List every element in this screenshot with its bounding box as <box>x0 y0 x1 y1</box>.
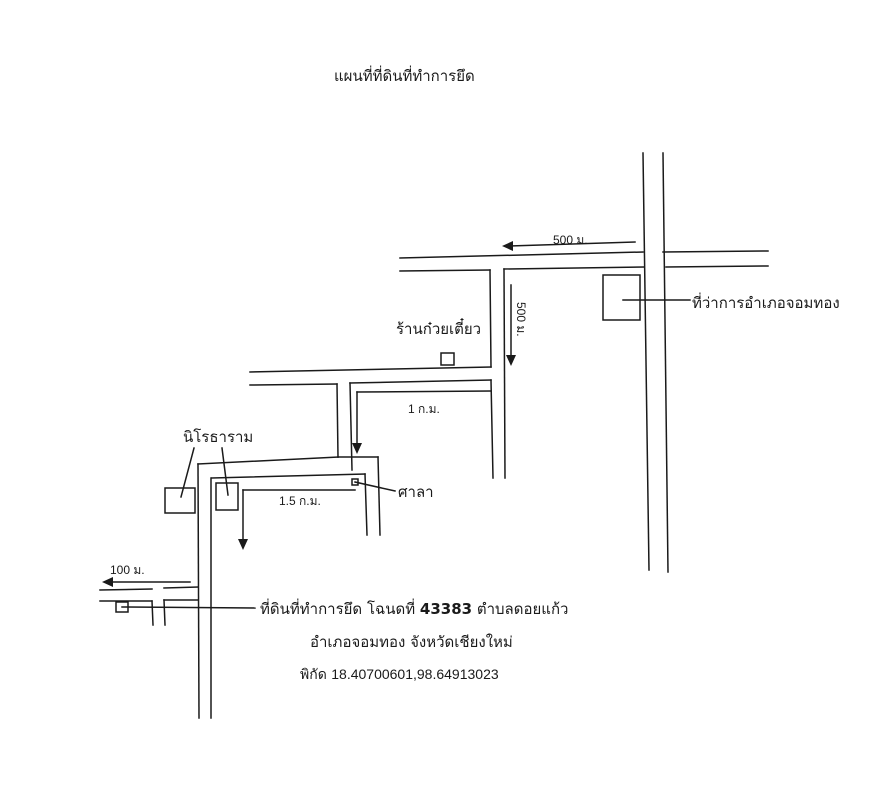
arrowhead-lower <box>238 539 248 550</box>
connector-road-east-edge <box>503 268 506 479</box>
distance-lower-label: 1.5 ก.ม. <box>279 494 321 508</box>
lower-road-east-stub-a <box>364 473 368 536</box>
top-road-south-edge-east <box>665 265 769 268</box>
top-road-north-edge-west <box>399 251 644 259</box>
noodle-shop-box <box>440 352 455 366</box>
bottom-side-road-a <box>151 600 154 626</box>
main-road-west-edge <box>642 152 650 571</box>
left-road-west-edge <box>197 463 200 719</box>
district-office-box <box>602 274 641 321</box>
second-road-west-edge <box>336 383 339 458</box>
top-road-south-edge-west <box>399 269 491 272</box>
caption-subdistrict: ตำบลดอยแก้ว <box>476 600 569 618</box>
lower-road-east-stub-b <box>377 456 381 536</box>
bottom-road-north-edge-a <box>99 588 153 591</box>
map-title: แผนที่ที่ดินที่ทำการยึด <box>334 67 475 85</box>
top-road-south-edge-mid <box>503 266 645 270</box>
temple-label: นิโรธาราม <box>183 428 254 446</box>
district-office-label: ที่ว่าการอำเภอจอมทอง <box>692 294 840 312</box>
coord-label: พิกัด <box>300 667 327 683</box>
top-road-north-edge-east <box>662 250 769 253</box>
lower-road-south-edge <box>211 473 366 479</box>
bottom-side-road-b <box>163 599 166 626</box>
arrowhead-top <box>502 241 513 251</box>
temple-box-west <box>164 487 196 514</box>
temple-leader-east <box>221 447 229 496</box>
connector-road-west-edge <box>489 269 492 368</box>
middle-road-south-edge-west <box>249 383 338 386</box>
pavilion-leader <box>354 481 396 492</box>
second-road-east-edge <box>349 382 353 471</box>
bottom-road-north-edge-b <box>163 586 199 589</box>
distance-left-label: 100 ม. <box>110 563 145 577</box>
middle-road-stub <box>490 379 494 479</box>
noodle-shop-label: ร้านก๋วยเตี๋ยว <box>396 320 482 338</box>
caption-coordinates: พิกัด 18.40700601,98.64913023 <box>300 664 499 686</box>
distance-top-label: 500 ม. <box>553 233 588 247</box>
seized-land-leader <box>121 606 256 609</box>
main-road-east-edge <box>662 152 669 573</box>
caption-line2: อำเภอจอมทอง จังหวัดเชียงใหม่ <box>310 633 513 651</box>
lower-road-north-edge <box>197 456 339 465</box>
coord-value: 18.40700601,98.64913023 <box>331 666 499 682</box>
middle-road-south-edge-east <box>349 379 492 384</box>
distance-vertical-label: 500 ม. <box>514 302 528 337</box>
arrow-middle-line <box>356 390 492 393</box>
pavilion-label: ศาลา <box>398 483 434 501</box>
middle-road-north-edge <box>249 366 492 373</box>
arrowhead-vertical <box>506 355 516 366</box>
arrowhead-left <box>102 577 113 587</box>
deed-number: 43383 <box>419 600 473 618</box>
arrowhead-middle <box>352 443 362 454</box>
arrow-top-line <box>509 241 636 247</box>
caption-line1: ที่ดินที่ทำการยึด โฉนดที่ 43383 ตำบลดอยแ… <box>260 597 568 621</box>
temple-leader-west <box>180 447 195 498</box>
distance-middle-label: 1 ก.ม. <box>408 402 440 416</box>
caption-prefix: ที่ดินที่ทำการยึด โฉนดที่ <box>260 600 416 618</box>
